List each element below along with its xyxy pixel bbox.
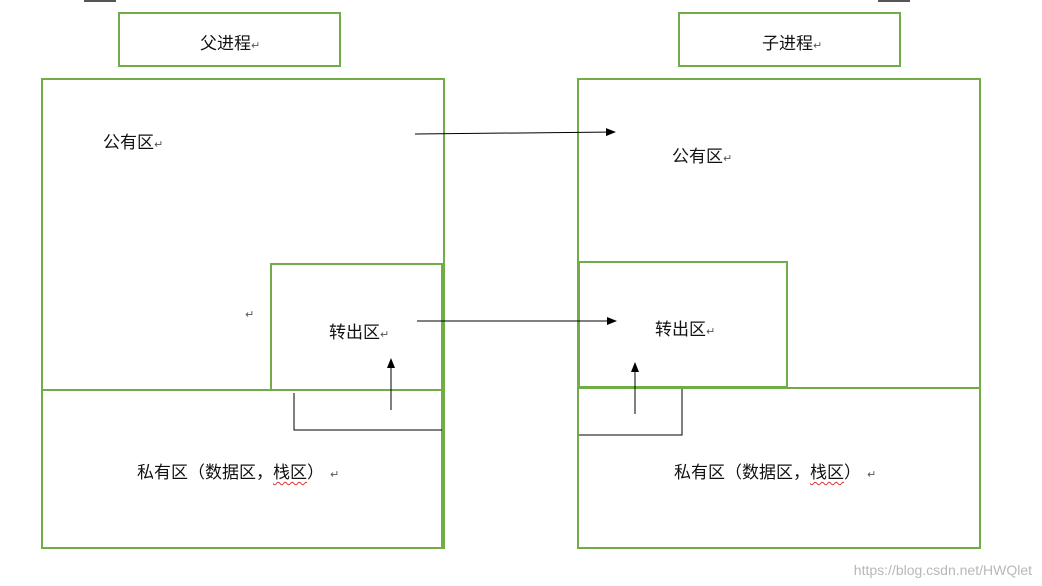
para-mark: ↵ bbox=[706, 325, 716, 338]
child-transfer-text: 转出区 bbox=[655, 320, 706, 340]
child-public-text: 公有区 bbox=[672, 147, 723, 167]
parent-private-bracket bbox=[293, 393, 442, 431]
para-mark: ↵ bbox=[723, 152, 733, 165]
child-title-text: 子进程 bbox=[762, 34, 813, 54]
para-mark: ↵ bbox=[154, 138, 164, 151]
parent-title-text: 父进程 bbox=[200, 34, 251, 54]
para-mark: ↵ bbox=[245, 308, 255, 321]
parent-transfer-text: 转出区 bbox=[329, 323, 380, 343]
parent-public-label: 公有区↵ bbox=[103, 128, 163, 153]
arrow-public-to-child bbox=[414, 128, 616, 137]
para-mark: ↵ bbox=[330, 468, 340, 481]
top-edge-mark-left bbox=[84, 0, 116, 2]
para-mark: ↵ bbox=[251, 39, 261, 52]
child-title-box bbox=[678, 12, 901, 67]
parent-private-label: 私有区（数据区，栈区） ↵ bbox=[137, 458, 339, 483]
child-private-label: 私有区（数据区，栈区） ↵ bbox=[674, 458, 876, 483]
parent-title-box bbox=[118, 12, 341, 67]
top-edge-mark-right bbox=[878, 0, 910, 2]
parent-title: 父进程↵ bbox=[200, 29, 260, 54]
parent-transfer-label: 转出区↵ bbox=[329, 318, 389, 343]
child-private-wavy: 栈区 bbox=[810, 463, 844, 483]
child-transfer-area bbox=[578, 261, 788, 388]
child-title: 子进程↵ bbox=[762, 29, 822, 54]
parent-transfer-area bbox=[270, 263, 443, 391]
parent-public-text: 公有区 bbox=[103, 133, 154, 153]
child-private-prefix: 私有区（数据区， bbox=[674, 463, 810, 483]
parent-private-area bbox=[41, 389, 443, 549]
child-private-area bbox=[577, 387, 981, 549]
parent-private-prefix: 私有区（数据区， bbox=[137, 463, 273, 483]
parent-private-wavy: 栈区 bbox=[273, 463, 307, 483]
child-public-label: 公有区↵ bbox=[672, 142, 732, 167]
watermark: https://blog.csdn.net/HWQlet bbox=[853, 562, 1032, 578]
para-mark: ↵ bbox=[813, 39, 823, 52]
child-private-suffix: ） bbox=[844, 463, 861, 483]
para-mark: ↵ bbox=[380, 328, 390, 341]
parent-private-suffix: ） bbox=[307, 463, 324, 483]
child-private-bracket bbox=[579, 389, 683, 436]
child-transfer-label: 转出区↵ bbox=[655, 315, 715, 340]
para-mark: ↵ bbox=[867, 468, 877, 481]
